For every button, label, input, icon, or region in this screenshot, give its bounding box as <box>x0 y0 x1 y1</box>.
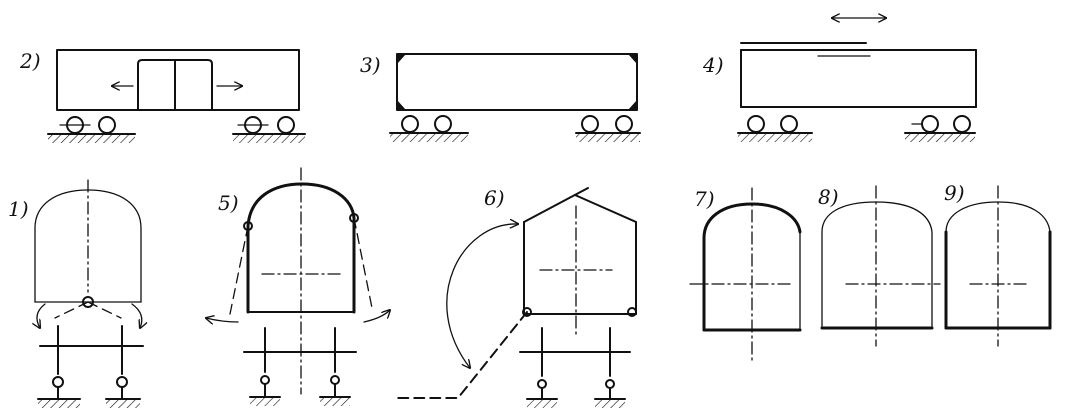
wheel <box>581 115 599 133</box>
corner-gusset <box>628 100 637 110</box>
figure-4-sliding-roof: 4) <box>702 18 977 142</box>
hinge-joint <box>349 213 359 223</box>
ground-hatch <box>738 134 812 142</box>
ground-hatch <box>905 134 975 142</box>
wheel <box>747 115 765 133</box>
section-outline <box>821 201 933 329</box>
spring-support <box>537 379 547 389</box>
wheel <box>921 115 939 133</box>
spring-support <box>605 379 615 389</box>
figure-label-8: 8) <box>818 185 839 209</box>
tilt-line <box>87 301 122 319</box>
wheel <box>277 116 295 134</box>
pivot-joint <box>82 296 94 308</box>
ground-hatch <box>106 400 140 408</box>
figure-6-peaked-roof-collapse: 6) <box>397 186 637 408</box>
hinge-joint <box>522 307 532 317</box>
figure-2-door-opening: 2) <box>19 49 306 143</box>
ground-hatch <box>48 135 135 143</box>
corner-gusset <box>397 54 406 64</box>
figure-label-3: 3) <box>360 53 381 77</box>
roof-slope <box>523 187 589 223</box>
ground-hatch <box>250 398 280 406</box>
car-body <box>56 49 300 111</box>
corner-gusset <box>397 100 406 110</box>
figure-3-corner-stiffeners: 3) <box>360 53 641 142</box>
wheel <box>401 115 419 133</box>
figure-label-4: 4) <box>702 53 724 77</box>
spring-support <box>52 376 64 388</box>
ground-hatch <box>576 134 640 142</box>
collapsed-wall-position <box>397 311 528 399</box>
hinge-joint <box>243 221 253 231</box>
figure-label-7: 7) <box>694 187 715 211</box>
rotation-arrow-right <box>131 303 142 328</box>
wheel <box>953 115 971 133</box>
ground-hatch <box>320 398 350 406</box>
figure-9-section: 9) <box>944 181 1052 347</box>
spring-support <box>260 375 270 385</box>
deflected-wall <box>229 225 249 315</box>
ground-hatch <box>595 400 625 408</box>
section-outline-bold <box>702 202 802 332</box>
figure-8-section: 8) <box>818 185 941 347</box>
rotation-arrow-right <box>363 310 390 323</box>
figure-label-6: 6) <box>484 186 505 210</box>
ground-hatch <box>390 134 468 142</box>
tilt-line <box>54 301 89 319</box>
collapse-path-arrow <box>446 224 518 368</box>
ground-hatch <box>233 135 305 143</box>
spring-support <box>330 375 340 385</box>
figure-5-hinged-walls: 5) <box>206 167 390 406</box>
wheel <box>615 115 633 133</box>
corner-gusset <box>628 54 637 64</box>
figure-label-1: 1) <box>8 197 29 221</box>
figure-7-section: 7) <box>689 187 802 363</box>
rotation-arrow-left <box>206 318 239 322</box>
roof-slope <box>574 194 637 223</box>
figure-label-5: 5) <box>218 191 239 215</box>
wheel <box>98 116 116 134</box>
wheel <box>780 115 798 133</box>
figure-label-2: 2) <box>19 49 41 73</box>
rotation-arrow-left <box>37 303 46 328</box>
figure-1-roll-about-center: 1) <box>8 179 143 408</box>
deflected-wall <box>353 217 373 309</box>
car-body <box>396 53 638 111</box>
ground-hatch <box>527 400 557 408</box>
figure-label-9: 9) <box>944 181 965 205</box>
roof-arch <box>246 182 356 228</box>
hinge-joint <box>627 307 637 317</box>
wheel <box>434 115 452 133</box>
spring-support <box>116 376 128 388</box>
ground-hatch <box>38 400 80 408</box>
